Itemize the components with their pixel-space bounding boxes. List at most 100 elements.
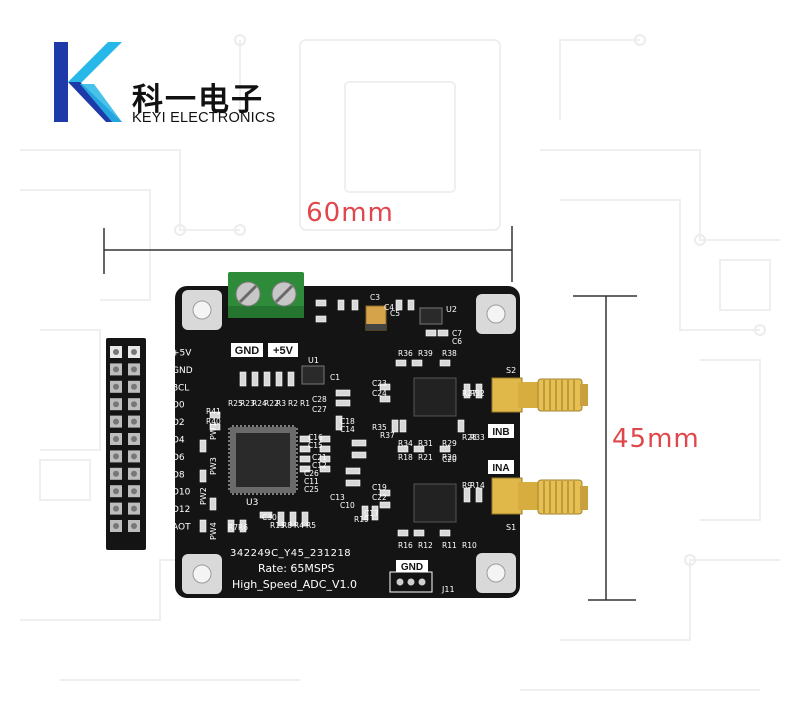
component-ref-label: R37 (380, 431, 395, 440)
sma-label-s2: S2 (506, 366, 516, 375)
smd-part (345, 467, 361, 475)
chip-label-u2: U2 (446, 305, 457, 314)
smd-part (397, 529, 409, 537)
sma-label-s1: S1 (506, 523, 516, 532)
component-ref-label: R14 (470, 481, 485, 490)
pin-label-left: +5V (146, 349, 166, 359)
board-rate: Rate: 65MSPS (258, 562, 335, 575)
pw-label-pw2: PW2 (199, 487, 208, 505)
component-ref-label: C11 (304, 477, 319, 486)
keyi-logo-icon (54, 42, 122, 122)
smd-part (463, 383, 471, 399)
smd-part (263, 371, 271, 387)
smd-part (407, 299, 415, 311)
brand-name-cn: 科一电子 (132, 82, 264, 118)
pin-label-left: D5 (146, 436, 159, 446)
component-ref-label: R3 (276, 399, 286, 408)
pw-label-pw3: PW3 (209, 457, 218, 475)
chip-label-u1: U1 (308, 356, 319, 365)
smd-part (335, 389, 351, 397)
component-ref-label: C30 (262, 513, 277, 522)
component-ref-label: R38 (442, 349, 457, 358)
smd-part (379, 501, 391, 509)
width-dimension-label: 60mm (306, 198, 394, 228)
brand-name-en: KEYI ELECTRONICS (132, 110, 276, 126)
smd-part (259, 511, 273, 519)
smd-part (439, 529, 451, 537)
pin-label-right: D2 (172, 418, 185, 428)
chip-u2 (419, 307, 443, 325)
component-ref-label: C19 (372, 483, 387, 492)
sma-connector-ina (491, 477, 588, 515)
smd-part (299, 435, 311, 443)
component-ref-label: R8 (282, 521, 292, 530)
smd-part (287, 371, 295, 387)
pin-label-left: GND (146, 366, 167, 376)
component-ref-label: R33 (470, 433, 485, 442)
pin-label-left: BOT (146, 383, 165, 393)
header-pin-hole (131, 453, 137, 460)
smd-part (439, 445, 451, 453)
pin-label-left: D3 (146, 418, 159, 428)
smd-part (425, 329, 437, 337)
pin-label-right: D12 (172, 505, 190, 515)
height-dimension-label: 45mm (612, 424, 700, 454)
component-ref-label: R5 (306, 521, 316, 530)
header-pin-hole (131, 470, 137, 477)
component-ref-label: C3 (370, 293, 380, 302)
header-pin-hole (131, 523, 137, 529)
smd-part (413, 529, 425, 537)
component-ref-label: C22 (372, 493, 387, 502)
pin-label-right: D8 (172, 470, 185, 480)
smd-part (251, 371, 259, 387)
component-ref-label: C12 (312, 461, 327, 470)
smd-part (475, 487, 483, 503)
pin-label-right: +5V (172, 349, 192, 359)
smd-part (391, 419, 399, 433)
component-ref-label: C20 (442, 455, 457, 464)
smd-part (361, 505, 369, 521)
input-label-ina: INA (492, 463, 509, 474)
header-pin-hole (131, 418, 137, 425)
pin-label-left: ACL (146, 523, 163, 533)
component-ref-label: R35 (372, 423, 387, 432)
smd-part (199, 469, 207, 483)
header-pin-hole (113, 366, 119, 373)
component-ref-label: C14 (340, 425, 355, 434)
component-ref-label: C15 (308, 441, 323, 450)
smd-part (227, 519, 235, 533)
smd-part (379, 383, 391, 391)
smd-part (199, 439, 207, 453)
adc-chip-u3 (228, 425, 298, 495)
pin-header (110, 346, 140, 532)
component-ref-label: R12 (418, 541, 433, 550)
component-ref-label: C6 (452, 337, 462, 346)
smd-part (397, 445, 409, 453)
smd-part (209, 497, 217, 511)
board-serial: 342249C_Y45_231218 (230, 548, 351, 559)
component-ref-label: R40 (206, 417, 221, 426)
header-pin-hole (113, 418, 119, 425)
smd-part (319, 435, 331, 443)
header-pin-hole (113, 453, 119, 460)
component-ref-label: R20 (442, 453, 457, 462)
smd-part (239, 371, 247, 387)
smd-part (315, 299, 327, 307)
pin-label-right: D10 (172, 488, 191, 498)
smd-part (337, 299, 345, 311)
smd-part (395, 359, 407, 367)
smd-part (301, 511, 309, 527)
header-pin-hole (131, 401, 137, 408)
component-ref-label: C25 (304, 485, 319, 494)
component-ref-label: R2 (288, 399, 298, 408)
pin-label-left: D9 (146, 470, 159, 480)
component-ref-label: R18 (398, 453, 413, 462)
smd-part (209, 423, 221, 431)
chip-label-u3: U3 (246, 498, 258, 508)
smd-part (299, 465, 311, 473)
component-ref-label: C1 (330, 373, 340, 382)
smd-part (319, 465, 331, 473)
smd-part (275, 371, 283, 387)
